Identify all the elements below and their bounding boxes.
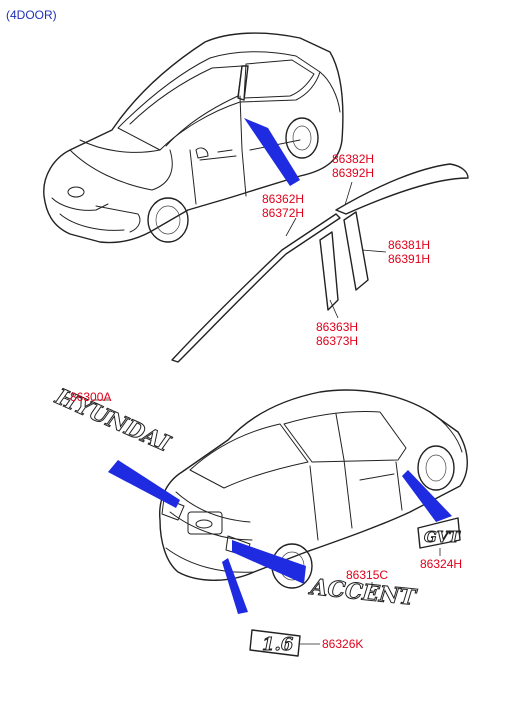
trim-badge: GVT [417,517,462,549]
car-rear-view [108,389,468,614]
part-label-86381H: 86381H 86391H [388,238,433,266]
part-label-86315C: 86315C [346,568,388,582]
engine-badge: 1.6 [249,629,301,657]
part-label-86363H: 86363H 86373H [316,320,361,348]
pillar-garnish-rear-part [343,211,369,291]
part-label-86300A: 86300A [70,390,111,404]
diagram-header: (4DOOR) [6,8,57,22]
roof-moulding-part [335,163,469,215]
part-label-86382H: 86382H 86392H [332,152,377,180]
part-label-86362H: 86362H 86372H [262,192,307,220]
side-roof-moulding-part [171,213,341,363]
part-label-86324H: 86324H [420,557,462,571]
car-front-view [43,32,344,244]
pillar-garnish-front-part [319,231,339,311]
emblem-trim-text: GVT [424,528,461,546]
part-label-86326K: 86326K [322,637,363,651]
emblem-engine-text: 1.6 [262,634,294,655]
